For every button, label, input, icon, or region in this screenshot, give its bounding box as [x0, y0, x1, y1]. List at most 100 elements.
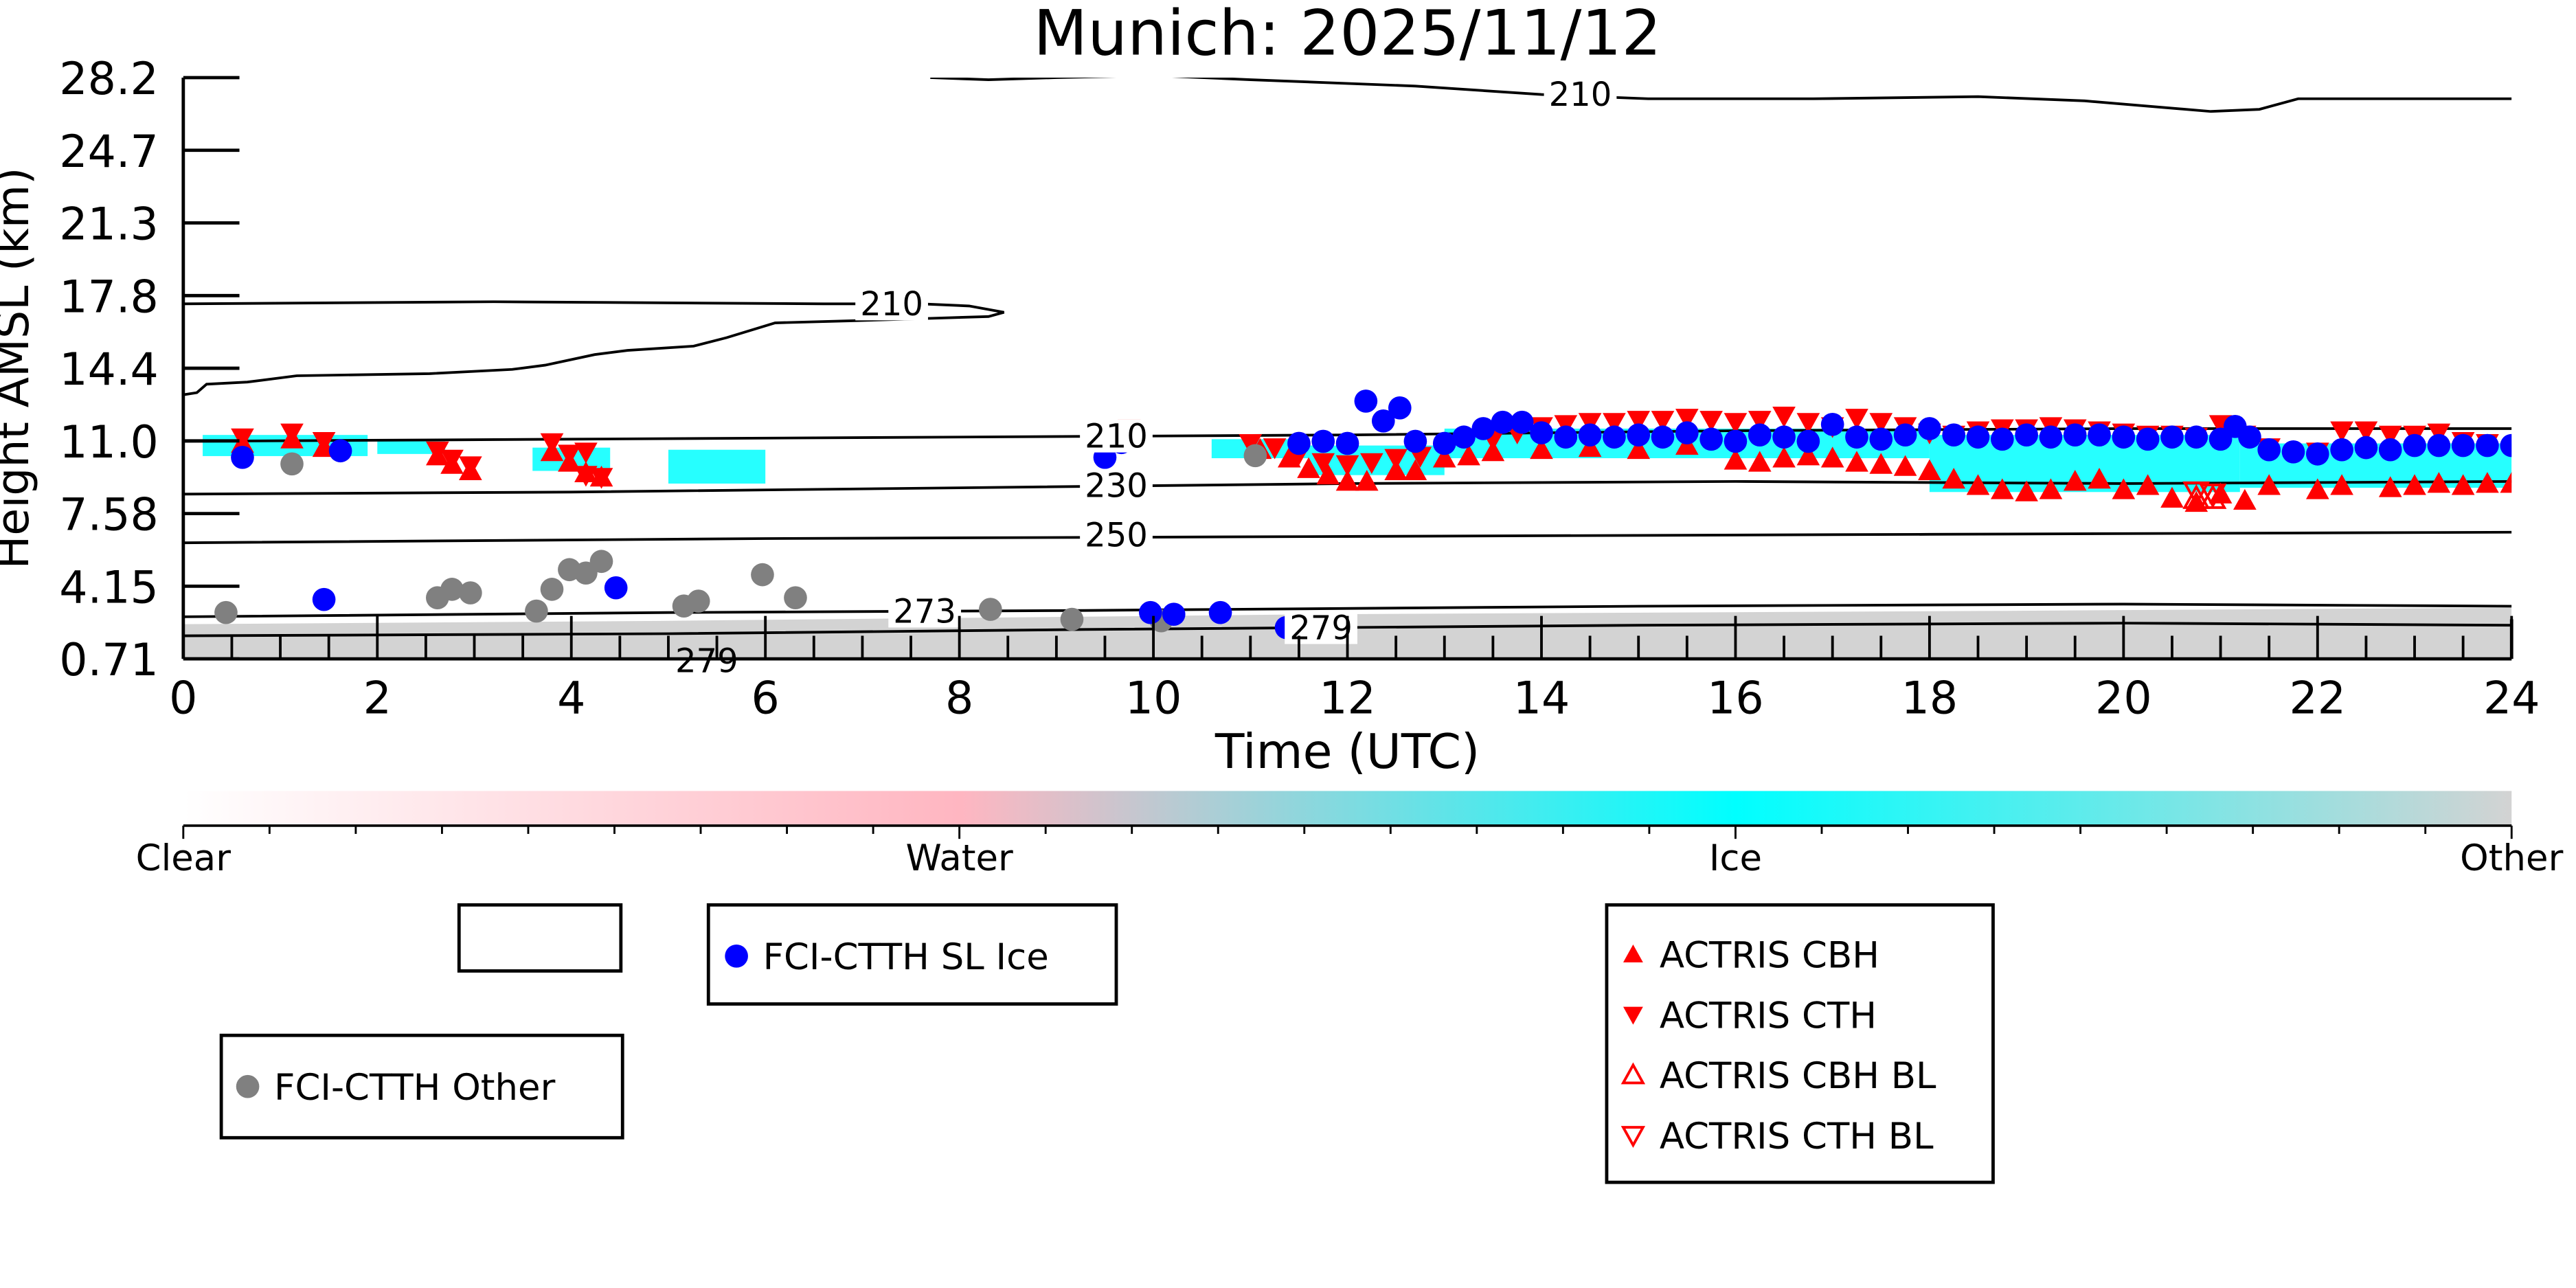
legend-empty-box: [457, 903, 623, 973]
fci-ctth-other-point: [540, 578, 564, 601]
fci-ctth-sl-ice-point: [2354, 436, 2378, 460]
fci-ctth-sl-ice-point: [1869, 427, 1893, 451]
actris-cth-point: [1796, 413, 1820, 434]
actris-cth-point: [1675, 409, 1699, 430]
fci-ctth-sl-ice-point: [2160, 425, 2184, 449]
x-tick-label: 20: [2095, 673, 2152, 724]
fci-ctth-sl-ice-point: [1675, 421, 1699, 444]
y-tick-label: 0.71: [59, 635, 158, 686]
fci-ctth-other-point: [751, 563, 774, 587]
legend-other-box: [219, 1033, 624, 1140]
fci-ctth-other-point: [440, 578, 464, 601]
colorbar-label: Ice: [1709, 837, 1762, 879]
fci-ctth-sl-ice-point: [1627, 423, 1651, 447]
fci-ctth-sl-ice-point: [2427, 433, 2451, 457]
colorbar-label: Water: [905, 837, 1013, 879]
y-tick-label: 24.7: [59, 126, 158, 178]
y-tick-label: 7.58: [59, 490, 158, 541]
actris-cbh-point: [1772, 447, 1796, 468]
contour-label: 279: [675, 642, 738, 680]
fci-ctth-other-point: [525, 599, 548, 623]
actris-cbh-point: [2403, 474, 2426, 495]
actris-cbh-point: [2378, 476, 2402, 497]
fci-ctth-sl-ice-point: [1432, 431, 1456, 455]
fci-ctth-sl-ice-point: [2403, 433, 2426, 457]
chart-title: Munich: 2025/11/12: [1033, 0, 1661, 69]
fci-ctth-sl-ice-point: [1371, 409, 1395, 433]
contour-label: 230: [1085, 467, 1148, 506]
actris-cth-point: [2378, 425, 2402, 447]
actris-cth-point: [1335, 455, 1359, 477]
actris-cth-point: [312, 431, 336, 453]
fci-ctth-sl-ice-point: [1845, 425, 1868, 449]
legend-label: FCI-CTTH SL Ice: [763, 936, 1049, 978]
fci-ctth-sl-ice-point: [1893, 423, 1917, 447]
x-tick-label: 14: [1513, 673, 1570, 724]
fci-ctth-sl-ice-point: [2136, 427, 2160, 451]
actris-cth-point: [1311, 453, 1335, 475]
actris-cth-point: [1748, 411, 1772, 432]
fci-ctth-sl-ice-point: [2476, 433, 2499, 457]
x-tick-label: 0: [169, 673, 197, 724]
fci-ctth-sl-ice-point: [1942, 423, 1966, 447]
fci-ctth-sl-ice-point: [2451, 433, 2475, 457]
actris-cbh-point: [1748, 451, 1772, 472]
actris-cbh-point: [2257, 474, 2281, 495]
actris-cbh-point: [2088, 467, 2111, 489]
colorbar-label: Other: [2460, 837, 2563, 879]
actris-cth-point: [589, 468, 613, 489]
fci-ctth-sl-ice-point: [1471, 417, 1495, 440]
actris-cbh-point: [2500, 472, 2512, 493]
actris-cbh-point: [2305, 478, 2329, 499]
actris-cth-point: [440, 449, 464, 471]
actris-cbh-point: [2063, 470, 2087, 491]
fci-ctth-sl-ice-point: [1403, 429, 1427, 453]
contour-label: 210: [860, 285, 923, 324]
actris-cth-point: [1699, 411, 1723, 432]
contour-label: 210: [1085, 417, 1148, 455]
legend-label: ACTRIS CTH BL: [1660, 1116, 1934, 1157]
fci-ctth-sl-ice-point: [1354, 389, 1378, 413]
legend-actris-marker: [1623, 945, 1643, 962]
fci-ctth-sl-ice-point: [1820, 412, 1844, 436]
x-tick-label: 24: [2483, 673, 2540, 724]
contour-label-bg: [888, 594, 962, 628]
fci-ctth-sl-ice-point: [1748, 423, 1772, 447]
legend-label: FCI-CTTH Other: [274, 1067, 556, 1109]
fci-ctth-other-point: [459, 581, 482, 605]
actris-cth-point: [280, 423, 304, 444]
fci-ctth-sl-ice-point: [2378, 438, 2402, 462]
actris-cbh-point: [1355, 470, 1379, 491]
actris-cth-point: [1869, 413, 1893, 434]
fci-ctth-sl-ice-point: [1772, 425, 1796, 449]
actris-cbh-point: [2427, 472, 2451, 493]
contour-label-bg: [855, 287, 928, 321]
actris-cbh-point: [1724, 449, 1748, 470]
fci-ctth-sl-ice-point: [1491, 410, 1515, 434]
fci-ctth-other-point: [214, 600, 238, 624]
fci-ctth-sl-ice-point: [2305, 442, 2329, 466]
fci-ctth-sl-ice-point: [2039, 425, 2063, 449]
legend-other-marker: [236, 1074, 260, 1098]
fci-ctth-sl-ice-point: [2184, 425, 2208, 449]
fci-ctth-other-point: [686, 589, 710, 613]
actris-cbh-point: [1530, 438, 1553, 460]
temperature-contour: [183, 300, 1005, 396]
fci-ctth-sl-ice-point: [604, 576, 628, 600]
fci-ctth-sl-ice-point: [1311, 429, 1335, 453]
fci-ctth-other-point: [589, 550, 613, 574]
actris-cth-point: [1845, 409, 1868, 430]
actris-cth-point: [574, 442, 598, 464]
actris-cbh-bl-point: [2182, 484, 2211, 509]
x-tick-label: 10: [1125, 673, 1182, 724]
actris-cth-point: [1384, 449, 1408, 470]
x-tick-label: 12: [1319, 673, 1376, 724]
actris-cth-point: [426, 441, 449, 463]
actris-cbh-point: [1893, 455, 1917, 476]
legend-label: ACTRIS CTH: [1660, 995, 1877, 1037]
fci-ctth-sl-ice-point: [1139, 600, 1162, 624]
legend-sl-ice-marker: [725, 945, 748, 968]
